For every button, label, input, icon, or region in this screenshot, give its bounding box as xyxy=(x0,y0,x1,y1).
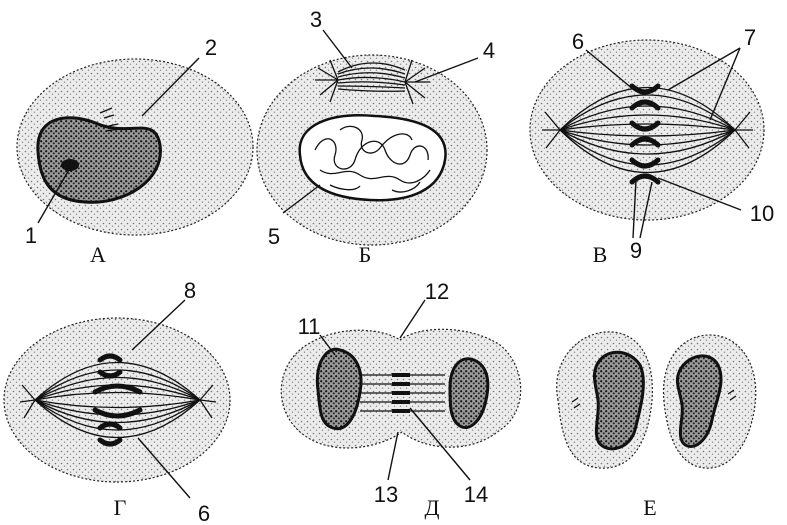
callout-6-panel-g: 6 xyxy=(198,501,210,525)
callout-6: 6 xyxy=(572,29,584,54)
callout-7: 7 xyxy=(744,25,756,50)
panel-label-a: А xyxy=(90,242,106,267)
callout-4: 4 xyxy=(483,38,495,63)
callout-3: 3 xyxy=(310,7,322,32)
panel-b xyxy=(257,30,487,245)
panel-label-g: Г xyxy=(114,495,127,520)
callout-11: 11 xyxy=(298,314,321,339)
panel-label-v: В xyxy=(593,242,608,267)
callout-14: 14 xyxy=(464,482,488,507)
callout-12: 12 xyxy=(425,279,449,304)
panel-v xyxy=(530,40,764,238)
panel-label-b: Б xyxy=(359,242,372,267)
nucleus xyxy=(300,115,446,200)
callout-5: 5 xyxy=(268,224,280,249)
callout-10: 10 xyxy=(750,201,774,226)
panel-label-e: Е xyxy=(643,495,656,520)
callout-2: 2 xyxy=(205,35,217,60)
callout-8: 8 xyxy=(184,278,196,303)
leader-line-13 xyxy=(388,432,398,480)
panel-a xyxy=(17,58,253,235)
panel-label-d: Д xyxy=(424,495,439,520)
panel-g xyxy=(4,300,230,498)
callout-13: 13 xyxy=(374,482,398,507)
panel-e xyxy=(557,332,756,468)
callout-9: 9 xyxy=(630,238,642,263)
callout-1: 1 xyxy=(25,223,37,248)
